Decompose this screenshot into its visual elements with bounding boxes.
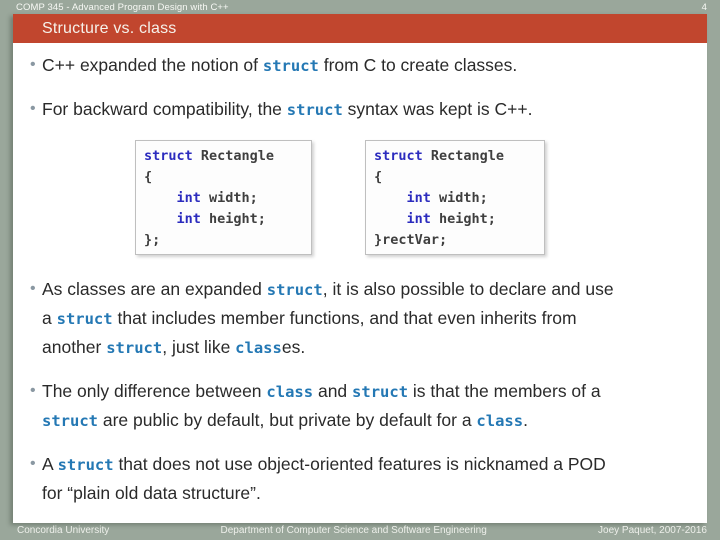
code-line: int height; [144, 209, 311, 230]
title-bar: Structure vs. class [13, 14, 707, 43]
bullet-item-4: The only difference between class and st… [30, 377, 693, 435]
code-line: int width; [144, 188, 311, 209]
code-screenshot-struct-with-variable: struct Rectangle { int width; int height… [365, 140, 545, 255]
text-segment: from C to create classes. [318, 55, 518, 75]
bullet-item-5: A struct that does not use object-orient… [30, 450, 693, 507]
code-text: Rectangle [422, 148, 505, 164]
inline-code-keyword: class [266, 383, 314, 401]
inline-code-keyword: class [476, 412, 524, 430]
code-text: { [374, 169, 383, 185]
code-keyword: int [176, 190, 201, 206]
text-segment: As classes are an expanded [42, 279, 267, 299]
text-segment: is that the members of a [408, 381, 601, 401]
inline-code-keyword: struct [42, 412, 98, 430]
code-keyword: struct [374, 148, 423, 164]
code-line: }; [144, 230, 311, 251]
code-text [144, 211, 177, 227]
code-line: struct Rectangle [374, 146, 544, 167]
text-segment: es. [281, 337, 306, 357]
text-segment: that does not use object-oriented featur… [42, 454, 606, 503]
text-segment: , it is also possible to declare and use… [42, 279, 614, 328]
code-screenshot-struct-declaration: struct Rectangle { int width; int height… [135, 140, 312, 255]
text-segment: are public by default, but private by de… [98, 410, 477, 430]
slide-content: C++ expanded the notion of struct from C… [13, 43, 707, 523]
code-examples: struct Rectangle { int width; int height… [135, 140, 693, 255]
slide-header-strip: COMP 345 - Advanced Program Design with … [0, 0, 720, 14]
inline-code-keyword: struct [106, 339, 163, 357]
bullet-text: As classes are an expanded struct, it is… [42, 275, 627, 362]
bullet-item-3: As classes are an expanded struct, it is… [30, 275, 693, 362]
code-text: }rectVar; [374, 232, 448, 248]
code-text: Rectangle [192, 148, 275, 164]
text-segment: that includes member functions, and that… [42, 308, 577, 357]
page-number: 4 [701, 1, 707, 13]
code-keyword: struct [144, 148, 193, 164]
code-keyword: int [176, 211, 201, 227]
text-segment: The only difference between [42, 381, 267, 401]
code-text: height; [430, 211, 496, 227]
code-line: { [374, 167, 544, 188]
inline-code-keyword: struct [266, 281, 323, 299]
text-segment: , just like [162, 337, 236, 357]
text-segment: For backward compatibility, the [42, 99, 287, 119]
bullet-text: A struct that does not use object-orient… [42, 450, 627, 507]
bullet-item-1: C++ expanded the notion of struct from C… [30, 51, 693, 80]
bullet-text: For backward compatibility, the struct s… [42, 95, 627, 124]
text-segment: . [523, 410, 528, 430]
footer-department: Department of Computer Science and Softw… [220, 525, 487, 536]
code-line: int height; [374, 209, 544, 230]
text-segment: A [42, 454, 58, 474]
code-line: int width; [374, 188, 544, 209]
code-text: }; [144, 232, 161, 248]
slide-footer: Concordia University Department of Compu… [0, 523, 720, 540]
footer-author: Joey Paquet, 2007-2016 [598, 525, 707, 536]
text-segment: syntax was kept is C++. [342, 99, 533, 119]
inline-code-keyword: struct [352, 383, 409, 401]
inline-code-keyword: class [235, 339, 282, 357]
bullet-item-2: For backward compatibility, the struct s… [30, 95, 693, 124]
footer-institution: Concordia University [17, 525, 110, 536]
code-keyword: int [406, 211, 431, 227]
code-keyword: int [406, 190, 431, 206]
code-text [374, 190, 407, 206]
slide-title: Structure vs. class [42, 19, 177, 37]
text-segment: C++ expanded the notion of [42, 55, 263, 75]
inline-code-keyword: struct [56, 310, 113, 328]
inline-code-keyword: struct [286, 101, 343, 119]
bullet-text: The only difference between class and st… [42, 377, 627, 435]
slide-panel: Structure vs. class C++ expanded the not… [13, 14, 707, 523]
code-line: struct Rectangle [144, 146, 311, 167]
inline-code-keyword: struct [262, 57, 319, 75]
code-text: width; [430, 190, 488, 206]
course-title: COMP 345 - Advanced Program Design with … [16, 1, 229, 13]
code-text [374, 211, 407, 227]
code-text [144, 190, 177, 206]
code-text: width; [200, 190, 258, 206]
code-text: height; [200, 211, 266, 227]
bullet-text: C++ expanded the notion of struct from C… [42, 51, 627, 80]
code-text: { [144, 169, 153, 185]
inline-code-keyword: struct [57, 456, 114, 474]
code-line: { [144, 167, 311, 188]
text-segment: and [313, 381, 353, 401]
code-line: }rectVar; [374, 230, 544, 251]
